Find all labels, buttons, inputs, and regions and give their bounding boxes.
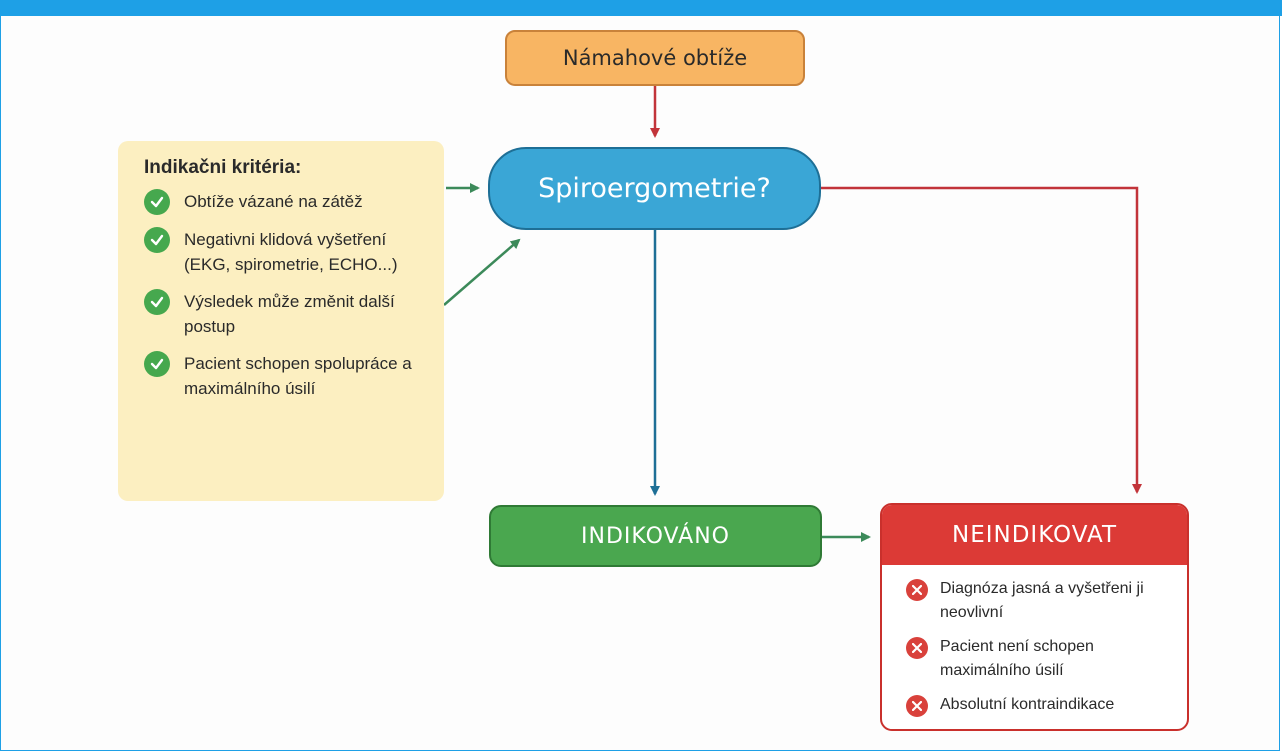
criteria-item-text: Výsledek může změnit další postup xyxy=(184,292,395,336)
criteria-item: Obtíže vázané na zátěž xyxy=(144,189,430,215)
contraindication-text: Absolutní kontraindikace xyxy=(940,696,1115,713)
check-circle-icon xyxy=(144,227,170,253)
contraindication-list: Diagnóza jasná a vyšetřeni ji neovlivní … xyxy=(882,565,1187,717)
contraindication-text: Pacient není schopen maximálního úsilí xyxy=(940,638,1094,679)
check-circle-icon xyxy=(144,289,170,315)
contraindication-text: Diagnóza jasná a vyšetřeni ji neovlivní xyxy=(940,580,1144,621)
top-bar xyxy=(0,0,1282,16)
criteria-panel: Indikačni kritéria: Obtíže vázané na zát… xyxy=(118,141,444,501)
contraindication-item: Absolutní kontraindikace xyxy=(906,693,1173,717)
indicated-node: INDIKOVÁNO xyxy=(489,505,822,567)
not-indicated-label: NEINDIKOVAT xyxy=(951,522,1117,548)
check-circle-icon xyxy=(144,351,170,377)
arrow-decision-to-not-indicated xyxy=(821,186,1142,494)
decision-node-label: Spiroergometrie? xyxy=(538,173,771,204)
contraindication-item: Diagnóza jasná a vyšetřeni ji neovlivní xyxy=(906,577,1173,625)
criteria-item-text: Negativni klidová vyšetření (EKG, spirom… xyxy=(184,230,398,274)
criteria-item: Negativni klidová vyšetření (EKG, spirom… xyxy=(144,227,430,277)
criteria-item-text: Obtíže vázané na zátěž xyxy=(184,192,363,211)
criteria-item-text: Pacient schopen spolupráce a maximálního… xyxy=(184,354,412,398)
indicated-node-label: INDIKOVÁNO xyxy=(581,523,730,549)
arrow-criteria-to-decision-diagonal xyxy=(443,238,521,306)
contraindication-item: Pacient není schopen maximálního úsilí xyxy=(906,635,1173,683)
start-node-label: Námahové obtíže xyxy=(562,46,748,70)
x-circle-icon xyxy=(906,695,928,717)
start-node: Námahové obtíže xyxy=(505,30,805,86)
criteria-item: Pacient schopen spolupráce a maximálního… xyxy=(144,351,430,401)
not-indicated-header: NEINDIKOVAT xyxy=(882,505,1187,565)
decision-node: Spiroergometrie? xyxy=(488,147,821,230)
x-circle-icon xyxy=(906,579,928,601)
check-circle-icon xyxy=(144,189,170,215)
x-circle-icon xyxy=(906,637,928,659)
criteria-title: Indikačni kritéria: xyxy=(144,157,302,178)
criteria-item: Výsledek může změnit další postup xyxy=(144,289,430,339)
not-indicated-node: NEINDIKOVAT Diagnóza jasná a vyšetřeni j… xyxy=(880,503,1189,731)
